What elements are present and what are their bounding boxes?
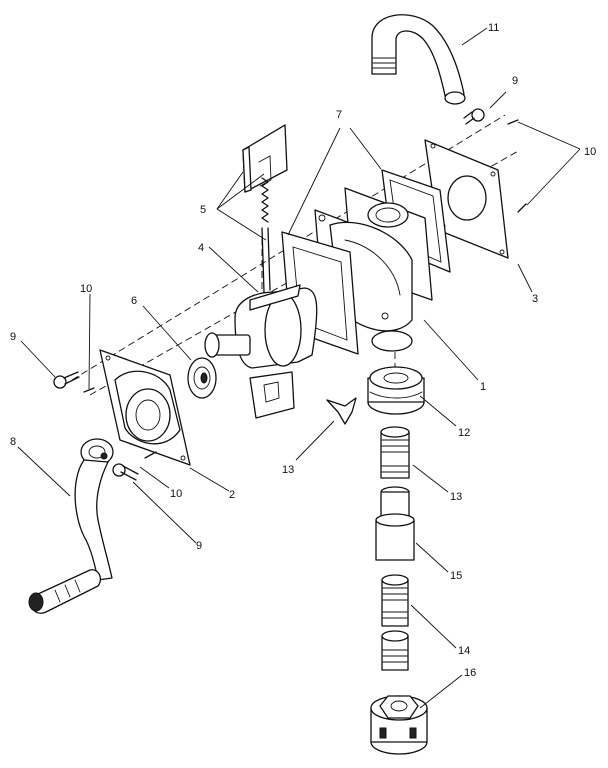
callout-13-upper: 13 (450, 491, 462, 503)
callout-10-left: 10 (80, 283, 92, 295)
callout-6: 6 (131, 295, 137, 307)
callout-9-top: 9 (512, 75, 518, 87)
callout-2: 2 (229, 489, 235, 501)
callout-labels: 11 9 7 10 5 4 10 3 6 9 1 12 8 13 10 2 13… (10, 22, 596, 679)
callout-1: 1 (480, 381, 486, 393)
part-13-nipple-upper (380, 426, 410, 479)
callout-4: 4 (198, 242, 204, 254)
part-9-screws (53, 108, 485, 481)
part-4-rotor (204, 284, 318, 419)
callout-15: 15 (450, 570, 462, 582)
callout-11: 12 (458, 427, 470, 439)
part-8-crank-handle (28, 438, 114, 614)
part-16-base (370, 695, 428, 755)
callout-14: 11 (488, 22, 499, 34)
part-14-spout (371, 14, 466, 105)
callout-10-bottom: 10 (170, 488, 182, 500)
part-6-bearing (187, 357, 217, 399)
part-12-wing-key (326, 397, 357, 425)
callout-16: 16 (464, 667, 476, 679)
part-11-fitting (367, 366, 425, 415)
part-1-pump-body (314, 187, 433, 352)
callout-7: 7 (336, 109, 342, 121)
part-2-front-housing (99, 349, 191, 466)
callout-3: 3 (532, 293, 538, 305)
callout-9-left: 9 (10, 331, 16, 343)
callout-8: 8 (10, 436, 16, 448)
callout-10-right: 10 (584, 146, 596, 158)
part-10-pins (83, 119, 527, 459)
part-15-coupling (375, 486, 415, 561)
callout-9-bottom: 9 (196, 540, 202, 552)
part-5-vane-springs (242, 124, 288, 293)
part-3-rear-plate (424, 139, 509, 259)
screw-lower (112, 463, 139, 481)
callout-5: 5 (200, 204, 206, 216)
screw-left (53, 371, 80, 389)
screw-top (463, 108, 485, 125)
callout-13-lower: 14 (458, 645, 470, 657)
part-13-nipple-lower (381, 574, 409, 671)
leader-lines (17, 27, 581, 709)
callout-12: 13 (282, 464, 294, 476)
